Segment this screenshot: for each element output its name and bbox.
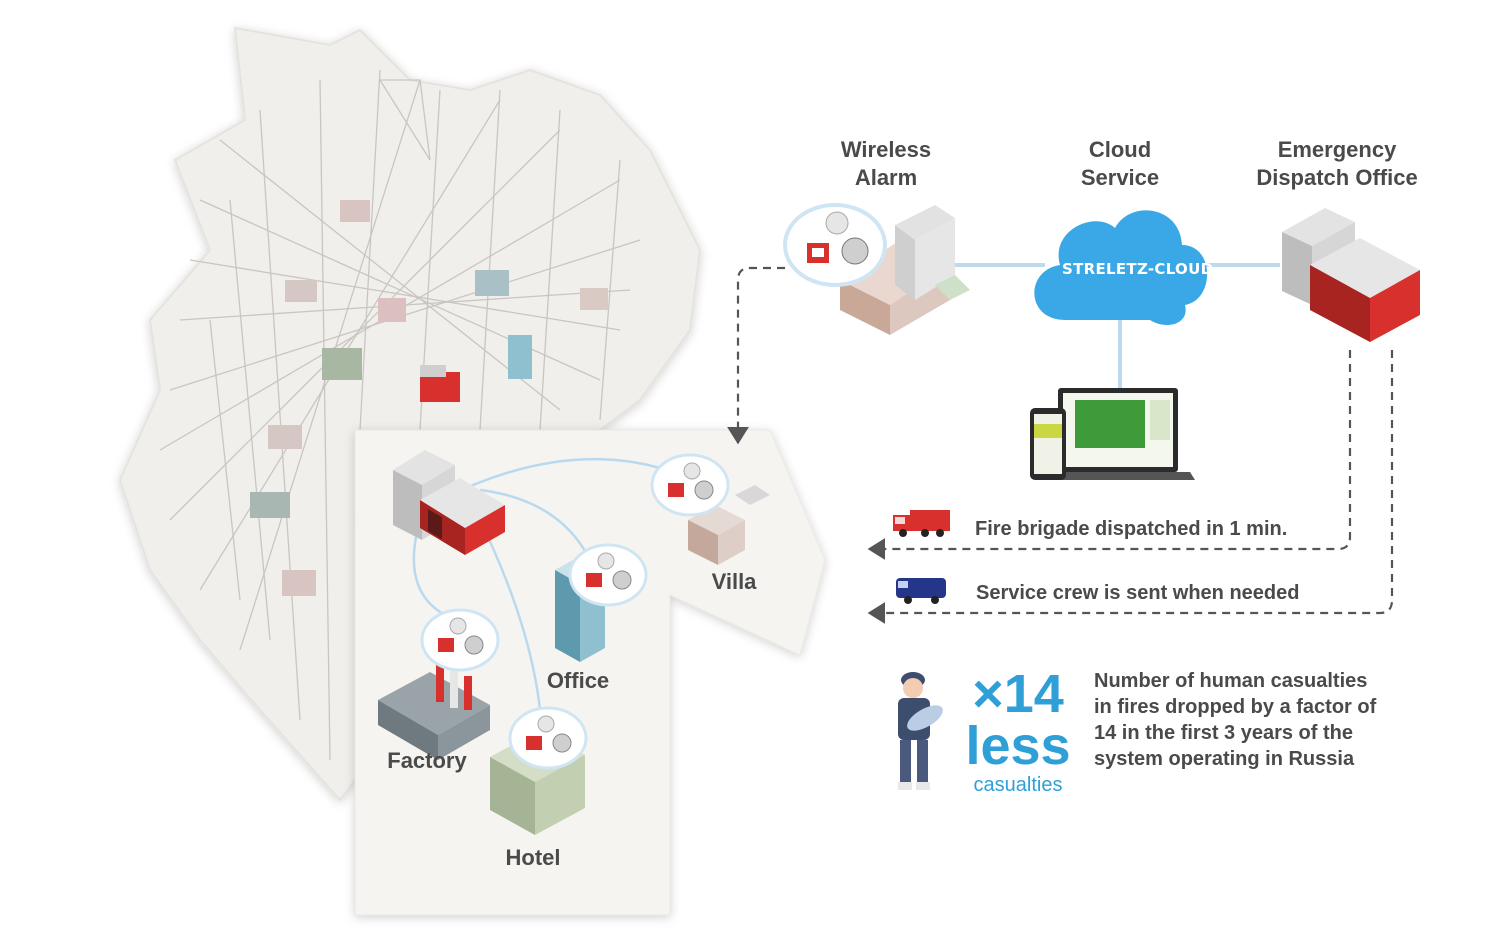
stat-multiplier: ×14 bbox=[972, 664, 1064, 724]
firefighter-icon bbox=[898, 672, 943, 790]
city-map bbox=[118, 26, 702, 802]
villa-label: Villa bbox=[711, 569, 757, 594]
villa-building bbox=[688, 485, 770, 565]
cloud-service-graphic bbox=[1034, 210, 1208, 325]
stat-caption: casualties bbox=[973, 774, 1063, 796]
service-crew-message: Service crew is sent when needed bbox=[976, 582, 1300, 604]
dispatch-office-label: Emergency Dispatch Office bbox=[1256, 137, 1418, 190]
map-buildings bbox=[250, 200, 608, 596]
cloud-logo-text: STRELETZ-CLOUD bbox=[1062, 260, 1214, 278]
network-links bbox=[955, 263, 1280, 395]
factory-building bbox=[378, 662, 490, 760]
wireless-alarm-label: Wireless Alarm bbox=[840, 137, 932, 190]
hotel-label: Hotel bbox=[505, 845, 561, 870]
laptop-dashboard bbox=[1030, 388, 1195, 480]
office-label: Office bbox=[546, 668, 610, 693]
stat-description: Number of human casualties in fires drop… bbox=[1094, 670, 1377, 770]
alarm-clouds bbox=[420, 453, 730, 770]
fire-brigade-message: Fire brigade dispatched in 1 min. bbox=[975, 518, 1288, 540]
stat-word: less bbox=[965, 716, 1071, 776]
fire-truck-icon bbox=[893, 510, 950, 537]
van-icon bbox=[896, 578, 946, 604]
dispatch-arrows bbox=[727, 266, 1394, 624]
cloud-service-label: Cloud Service bbox=[1080, 137, 1160, 190]
dispatch-office-graphic bbox=[1282, 208, 1420, 342]
wireless-alarm-graphic bbox=[783, 203, 970, 335]
factory-label: Factory bbox=[387, 748, 467, 773]
inset-fire-station bbox=[393, 450, 505, 555]
